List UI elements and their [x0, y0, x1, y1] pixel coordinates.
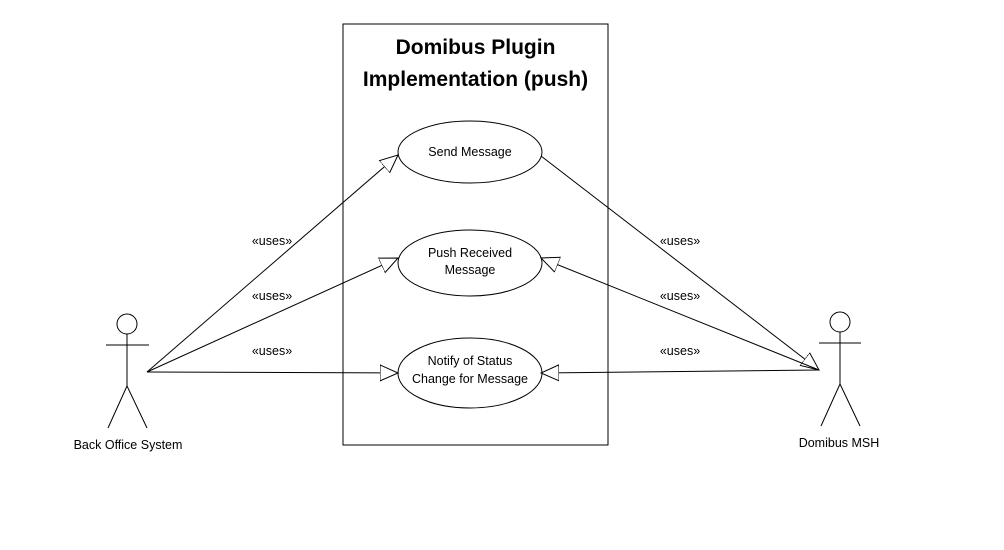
relation-send-message-right [540, 155, 819, 370]
system-boundary [342, 23, 609, 446]
use-case-send-message-label: Send Message [428, 145, 511, 159]
actor-back-office-label: Back Office System [74, 438, 183, 452]
use-case-send-message[interactable]: Send Message [397, 120, 543, 184]
use-case-push-received-line2: Message [445, 263, 496, 277]
relation-left-notify-status [146, 372, 398, 373]
relation-label-right-top: «uses» [660, 234, 700, 248]
relation-left-send-message [146, 155, 398, 373]
actor-domibus-msh[interactable] [819, 311, 861, 427]
use-case-push-received-message[interactable]: Push Received Message [397, 229, 543, 297]
actor-domibus-msh-label: Domibus MSH [799, 436, 880, 450]
relation-label-right-bottom: «uses» [660, 344, 700, 358]
use-case-notify-status-line1: Notify of Status [428, 354, 513, 368]
relation-left-push-received [146, 258, 398, 373]
use-case-notify-status-line2: Change for Message [412, 372, 528, 386]
use-case-push-received-line1: Push Received [428, 246, 512, 260]
relation-label-left-mid: «uses» [252, 289, 292, 303]
relation-label-left-bottom: «uses» [252, 344, 292, 358]
relation-label-left-top: «uses» [252, 234, 292, 248]
use-case-notify-status-change[interactable]: Notify of Status Change for Message [397, 337, 543, 409]
relation-right-push-received [541, 258, 820, 371]
actor-back-office-system[interactable] [106, 313, 149, 429]
system-title-line2: Implementation (push) [363, 68, 588, 91]
relation-label-right-mid: «uses» [660, 289, 700, 303]
system-title-line1: Domibus Plugin [396, 36, 556, 59]
relation-right-notify-status [541, 370, 820, 373]
